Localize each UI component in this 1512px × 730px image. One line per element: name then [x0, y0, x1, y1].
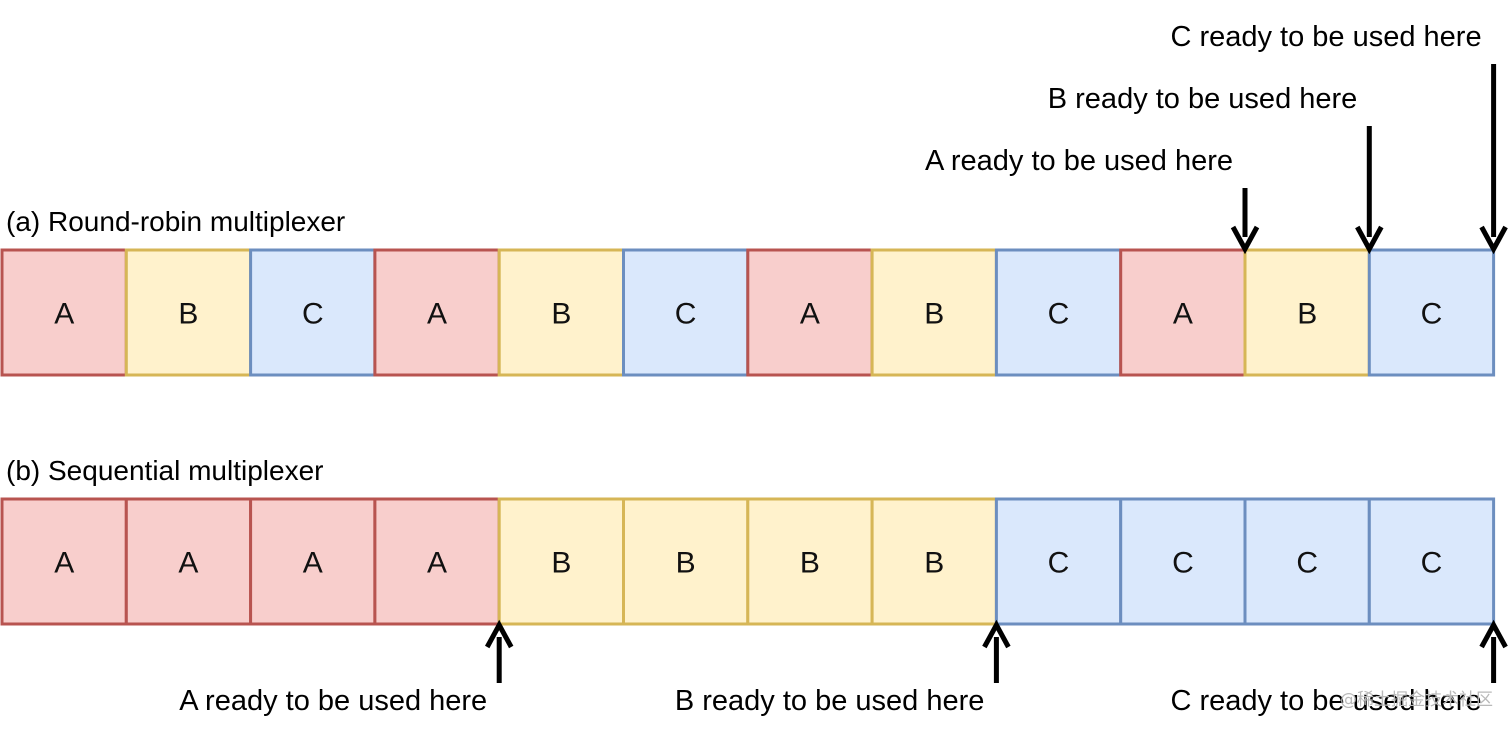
cell-label: A [54, 547, 74, 580]
ready-label: A ready to be used here [179, 685, 487, 717]
cell-B: B [497, 248, 626, 377]
cell-label: A [427, 298, 447, 331]
cell-label: C [1421, 298, 1443, 331]
cell-box [497, 497, 626, 626]
arrow-up-icon [982, 619, 1011, 649]
cell-C: C [1119, 497, 1247, 626]
cell-box [0, 248, 128, 377]
cell-B: B [870, 248, 998, 377]
cell-box [1119, 248, 1247, 377]
cell-A: A [373, 497, 501, 626]
ready-label: B ready to be used here [675, 685, 985, 717]
ready-label: B ready to be used here [1048, 83, 1358, 115]
ready-marker: B ready to be used here [1048, 83, 1384, 255]
cell-B: B [746, 497, 874, 626]
cell-label: C [302, 298, 324, 331]
ready-marker: A ready to be used here [179, 619, 514, 717]
cell-label: C [675, 298, 697, 331]
cell-box [124, 248, 253, 377]
cell-label: A [303, 547, 323, 580]
ready-marker: C ready to be used here [1170, 619, 1508, 717]
cell-label: B [676, 547, 696, 580]
cell-label: A [427, 547, 447, 580]
cell-box [746, 248, 874, 377]
cell-label: B [551, 298, 571, 331]
cell-box [994, 248, 1123, 377]
cell-label: C [1296, 547, 1318, 580]
cell-box [994, 497, 1123, 626]
cell-box [249, 248, 377, 377]
cell-label: B [1297, 298, 1317, 331]
cell-box [249, 497, 377, 626]
arrow-up-icon [485, 619, 514, 649]
cell-B: B [1243, 248, 1371, 377]
cell-A: A [1119, 248, 1247, 377]
cell-label: A [178, 547, 198, 580]
cell-label: B [800, 547, 820, 580]
arrow-down-icon [1479, 225, 1508, 255]
cell-label: A [54, 298, 74, 331]
cell-C: C [994, 497, 1123, 626]
round-robin-panel: (a) Round-robin multiplexer A B C A B C A B C A B C… [0, 21, 1508, 377]
round-robin-title: (a) Round-robin multiplexer [6, 206, 345, 237]
cell-box [1243, 497, 1371, 626]
cell-box [1119, 497, 1247, 626]
cell-box [1367, 497, 1496, 626]
cell-label: A [800, 298, 820, 331]
cell-label: B [551, 547, 571, 580]
round-robin-markers: A ready to be used here B ready to be use… [925, 21, 1508, 255]
cell-A: A [746, 248, 874, 377]
watermark-text: @稀土掘金技术社区 [1340, 690, 1493, 710]
ready-marker: C ready to be used here [1170, 21, 1508, 255]
cell-box [1367, 248, 1496, 377]
cell-C: C [1367, 497, 1496, 626]
cell-B: B [497, 497, 626, 626]
cell-box [746, 497, 874, 626]
cell-B: B [622, 497, 750, 626]
cell-box [622, 497, 750, 626]
cell-C: C [249, 248, 377, 377]
cell-C: C [994, 248, 1123, 377]
cell-label: B [178, 298, 198, 331]
cell-label: B [924, 298, 944, 331]
cell-A: A [249, 497, 377, 626]
cell-label: C [1048, 298, 1070, 331]
sequential-markers: A ready to be used here B ready to be use… [179, 619, 1508, 717]
sequential-panel: (b) Sequential multiplexer A A A A B B B B C C C C … [0, 455, 1508, 717]
cell-A: A [373, 248, 501, 377]
ready-marker: A ready to be used here [925, 145, 1260, 255]
cell-box [0, 497, 128, 626]
cell-box [373, 497, 501, 626]
cell-C: C [1367, 248, 1496, 377]
cell-A: A [0, 497, 128, 626]
cell-B: B [124, 248, 253, 377]
cell-label: A [1173, 298, 1193, 331]
ready-label: A ready to be used here [925, 145, 1233, 177]
cell-label: C [1048, 547, 1070, 580]
cell-box [622, 248, 750, 377]
ready-label: C ready to be used here [1170, 21, 1481, 53]
cell-C: C [1243, 497, 1371, 626]
arrow-up-icon [1479, 619, 1508, 649]
cell-box [497, 248, 626, 377]
arrow-down-icon [1355, 225, 1384, 255]
cell-A: A [124, 497, 253, 626]
sequential-title: (b) Sequential multiplexer [6, 455, 324, 486]
ready-label: C ready to be used here [1170, 685, 1481, 717]
cell-C: C [622, 248, 750, 377]
cell-B: B [870, 497, 998, 626]
cell-A: A [0, 248, 128, 377]
arrow-down-icon [1230, 225, 1260, 255]
cell-label: C [1421, 547, 1443, 580]
cell-box [870, 248, 998, 377]
ready-marker: B ready to be used here [675, 619, 1011, 717]
cell-label: B [924, 547, 944, 580]
cell-label: C [1172, 547, 1194, 580]
